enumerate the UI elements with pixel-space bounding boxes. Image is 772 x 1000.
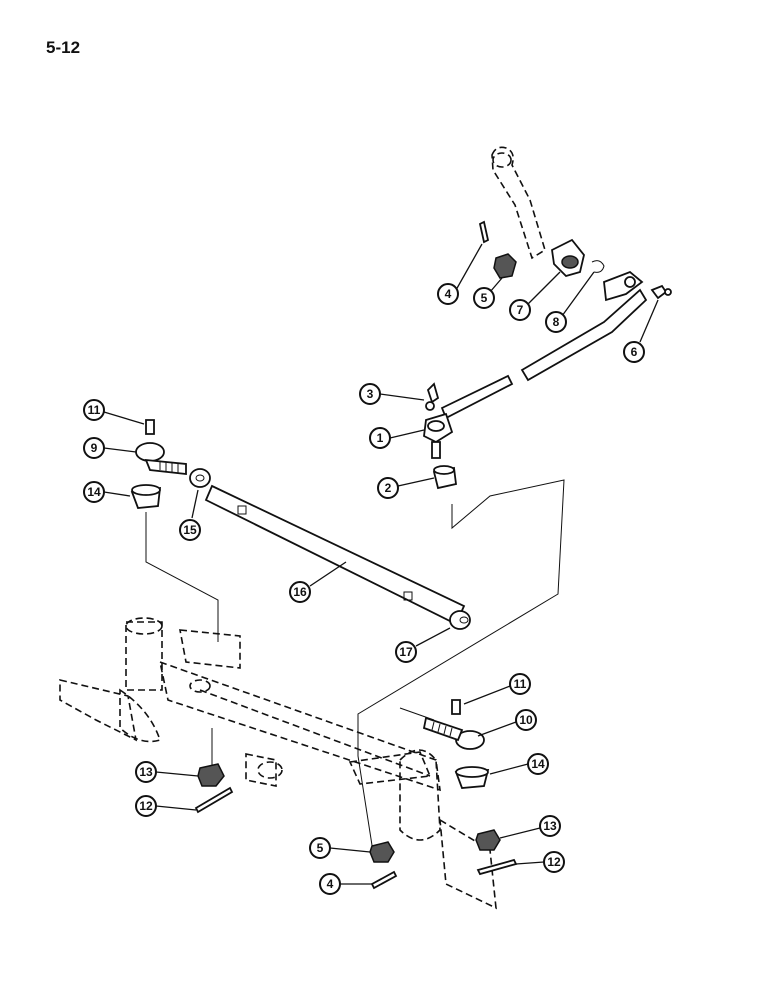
callout-10-label: 10: [519, 713, 533, 727]
callout-1-label: 1: [377, 431, 384, 445]
retaining-ring: [591, 260, 605, 273]
cotter-pin-12-right: [476, 858, 518, 876]
callout-2: 2: [377, 477, 435, 499]
callout-13-right: 13: [499, 815, 561, 839]
callout-10: 10: [477, 709, 537, 737]
callout-3: 3: [359, 383, 425, 405]
callout-12-left-label: 12: [139, 799, 153, 813]
seal-cap: [551, 238, 585, 278]
callout-5-upper: 5: [473, 277, 503, 309]
callout-1: 1: [369, 427, 425, 449]
grease-fitting-3: [425, 382, 440, 411]
tie-rod-16: [204, 484, 466, 626]
grease-fitting-right: [650, 284, 672, 300]
callout-2-label: 2: [385, 481, 392, 495]
callout-14-right: 14: [489, 753, 549, 775]
castle-nut-13-left: [197, 763, 225, 787]
callout-8: 8: [545, 271, 595, 333]
callout-15: 15: [179, 489, 201, 541]
callout-4-upper: 4: [437, 243, 483, 305]
callout-4-upper-label: 4: [445, 287, 452, 301]
callout-12-right-label: 12: [547, 855, 561, 869]
cotter-pin-4-lower: [370, 870, 398, 890]
clamp-15: [189, 468, 211, 488]
callout-11-left: 11: [83, 399, 145, 425]
callout-13-right-label: 13: [543, 819, 557, 833]
callout-14-left-label: 14: [87, 485, 101, 499]
drag-link-tube: [440, 270, 648, 420]
callout-12-left: 12: [135, 795, 197, 817]
tie-rod-end-left: [135, 442, 187, 476]
boot-2: [432, 465, 457, 490]
page-number: 5-12: [46, 38, 81, 57]
callout-14-right-label: 14: [531, 757, 545, 771]
callout-13-left-label: 13: [139, 765, 153, 779]
callout-13-left: 13: [135, 761, 199, 783]
callout-16-label: 16: [293, 585, 307, 599]
callout-15-label: 15: [183, 523, 197, 537]
callout-14-left: 14: [83, 481, 131, 503]
boot-14-right: [454, 766, 490, 789]
callout-11-right-label: 11: [514, 677, 527, 691]
castle-nut-upper: [493, 253, 517, 279]
castle-nut-5-lower: [369, 841, 395, 863]
callout-5-lower-label: 5: [317, 841, 324, 855]
callout-9-label: 9: [91, 441, 98, 455]
callout-4-lower: 4: [319, 873, 372, 895]
callout-17-label: 17: [399, 645, 413, 659]
callout-7: 7: [509, 271, 561, 321]
callout-5-lower: 5: [309, 837, 371, 859]
callout-17: 17: [395, 627, 451, 663]
pitman-arm-outline: [491, 146, 546, 260]
clamp-17: [449, 610, 471, 630]
castle-nut-13-right: [475, 829, 501, 851]
callout-9: 9: [83, 437, 137, 459]
callout-7-label: 7: [517, 303, 524, 317]
cotter-pin-upper: [478, 220, 490, 244]
callout-12-right: 12: [515, 851, 565, 873]
callout-11-right: 11: [463, 673, 531, 705]
callout-8-label: 8: [553, 315, 560, 329]
callout-16: 16: [289, 561, 347, 603]
callout-3-label: 3: [367, 387, 374, 401]
callout-11-left-label: 11: [88, 403, 101, 417]
tie-rod-end-right: [422, 716, 485, 750]
grease-fitting-11-right: [451, 699, 461, 715]
cotter-pin-12-left: [194, 786, 234, 814]
drag-link-ball-socket: [423, 412, 454, 459]
callout-4-lower-label: 4: [327, 877, 334, 891]
callouts: 4 5 7 8 6 3: [83, 243, 659, 895]
front-axle-outline: [59, 617, 497, 910]
callout-6-label: 6: [631, 345, 638, 359]
callout-6: 6: [623, 299, 659, 363]
grease-fitting-11-left: [145, 419, 155, 435]
callout-5-upper-label: 5: [481, 291, 488, 305]
boot-14-left: [130, 484, 162, 509]
